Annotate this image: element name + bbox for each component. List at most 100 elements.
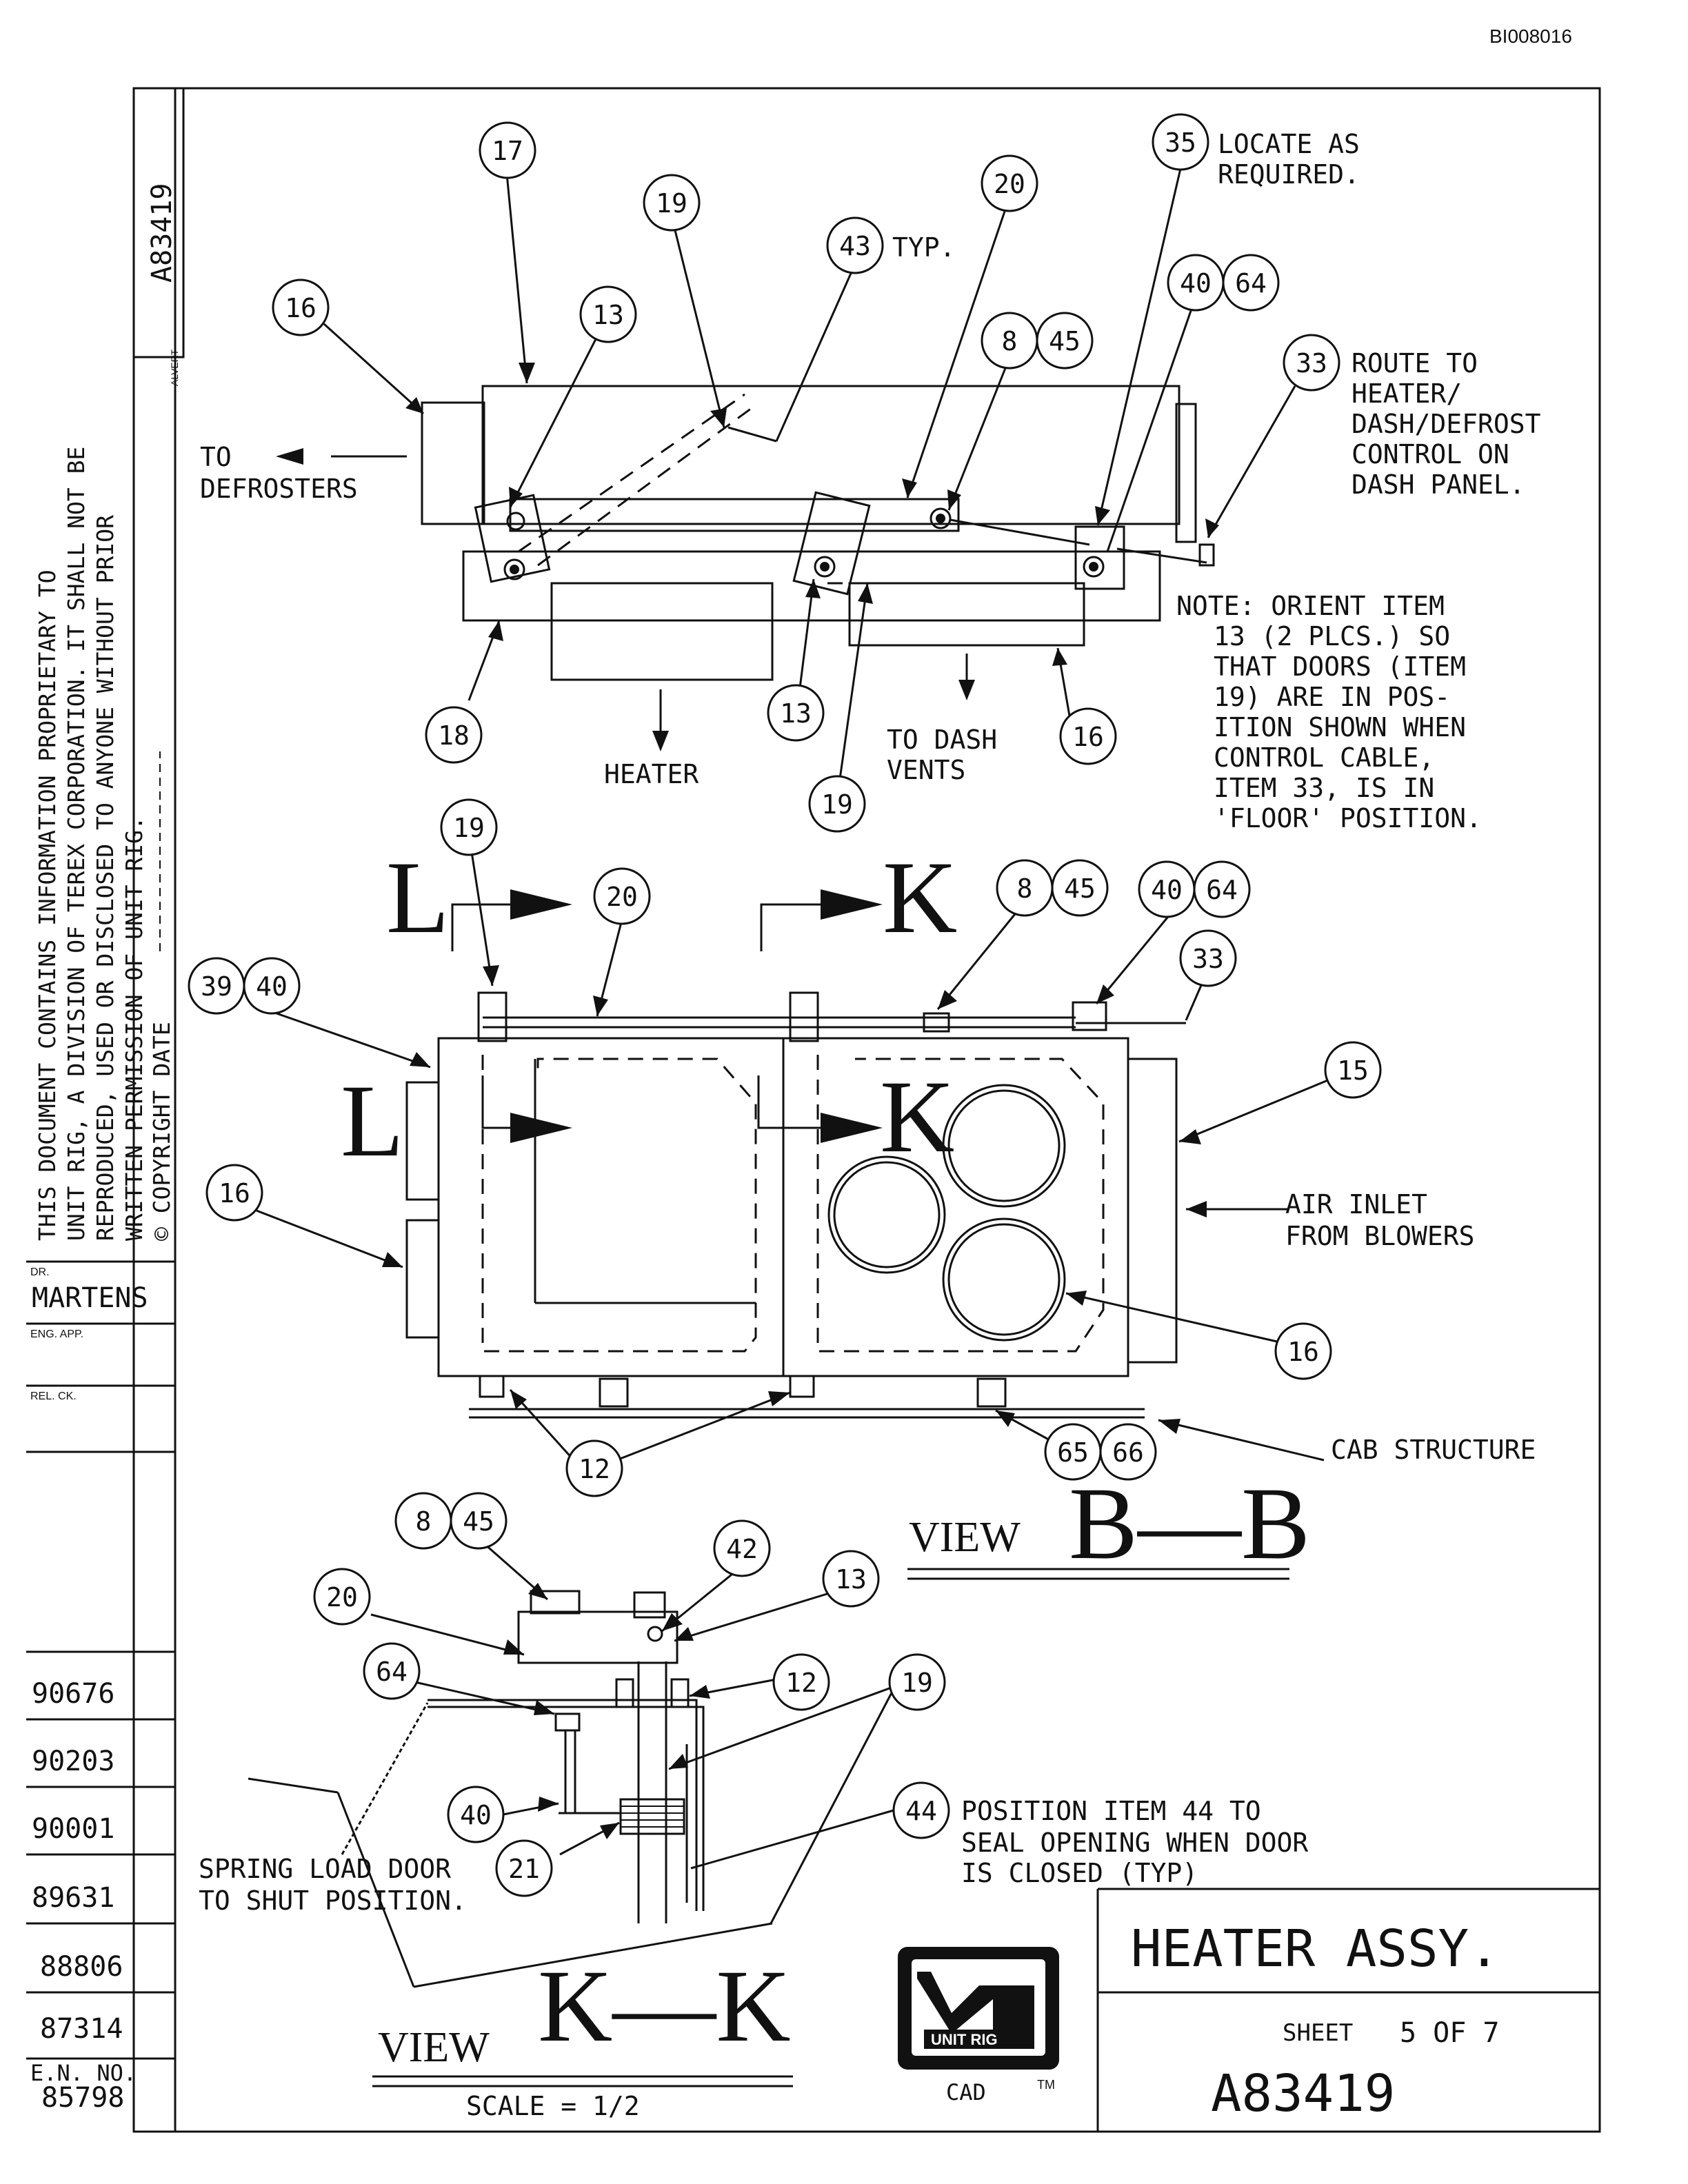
svg-text:L: L (386, 840, 450, 955)
balloon: 13 (835, 1564, 867, 1595)
proprietary-notice: THIS DOCUMENT CONTAINS INFORMATION PROPR… (34, 447, 175, 1241)
top-view-leaders (323, 162, 1296, 780)
svg-text:NOTE: ORIENT ITEM: NOTE: ORIENT ITEM (1176, 591, 1445, 621)
balloon: 16 (1072, 722, 1104, 752)
balloon: 15 (1337, 1055, 1369, 1086)
svg-text:SEAL OPENING WHEN DOOR: SEAL OPENING WHEN DOOR (961, 1828, 1308, 1858)
border (132, 87, 1601, 2133)
svg-text:REPRODUCED, USED OR DISCLOSED: REPRODUCED, USED OR DISCLOSED TO ANYONE … (92, 515, 119, 1241)
section-markers: L K L K (341, 840, 957, 1178)
balloon: 13 (592, 300, 624, 330)
svg-text:'FLOOR' POSITION.: 'FLOOR' POSITION. (1214, 803, 1482, 833)
svg-text:TO: TO (200, 442, 232, 472)
en-number: 90203 (32, 1746, 114, 1777)
balloon: 39 (201, 971, 232, 1002)
balloon: 40 (256, 971, 288, 1002)
svg-text:AIR INLET: AIR INLET (1285, 1189, 1427, 1220)
balloon: 33 (1192, 944, 1224, 974)
svg-text:DASH PANEL.: DASH PANEL. (1352, 469, 1525, 500)
side-stamp: ALVERT (169, 349, 180, 386)
svg-text:ITEM 33, IS IN: ITEM 33, IS IN (1214, 773, 1434, 803)
drawing-title: HEATER ASSY. (1131, 1919, 1500, 1979)
svg-text:CAB STRUCTURE: CAB STRUCTURE (1331, 1435, 1536, 1465)
view-bb (405, 991, 1186, 1419)
svg-text:UNIT RIG, A DIVISION OF TEREX: UNIT RIG, A DIVISION OF TEREX CORPORATIO… (63, 447, 90, 1241)
balloon: 64 (1206, 875, 1238, 905)
svg-text:SPRING LOAD DOOR: SPRING LOAD DOOR (199, 1854, 451, 1884)
view-bb-notes: AIR INLET FROM BLOWERS CAB STRUCTURE (1285, 1189, 1536, 1465)
svg-text:DR.: DR. (30, 1266, 50, 1278)
balloon: 19 (821, 789, 853, 820)
svg-text:ROUTE TO: ROUTE TO (1352, 348, 1478, 378)
arrowheads (276, 363, 1219, 751)
balloon: 20 (326, 1582, 358, 1612)
balloon: 64 (1235, 268, 1267, 299)
svg-text:ITION SHOWN WHEN: ITION SHOWN WHEN (1214, 712, 1466, 742)
svg-text:HEATER/: HEATER/ (1352, 378, 1462, 409)
view-kk (341, 1590, 705, 1923)
svg-text:IS CLOSED (TYP): IS CLOSED (TYP) (961, 1858, 1198, 1888)
svg-text:DASH/DEFROST: DASH/DEFROST (1352, 409, 1541, 439)
balloon: 45 (1064, 873, 1096, 904)
balloon: 12 (579, 1454, 610, 1484)
balloon: 8 (416, 1506, 432, 1537)
side-drawing-number: A83419 (146, 183, 178, 283)
svg-text:© COPYRIGHT DATE: © COPYRIGHT DATE (148, 1022, 175, 1241)
drafter-name: MARTENS (32, 1282, 148, 1314)
balloon: 19 (901, 1668, 933, 1698)
balloon: 19 (656, 188, 687, 219)
svg-text:THAT DOORS (ITEM: THAT DOORS (ITEM (1214, 651, 1466, 682)
svg-text:CAD: CAD (946, 2079, 986, 2105)
en-label-number: 85798 (41, 2082, 124, 2114)
svg-text:VIEW: VIEW (378, 2024, 490, 2071)
svg-text:VIEW: VIEW (909, 1514, 1021, 1561)
top-view-balloons: 17 19 43 20 35 40 64 8 45 16 13 33 18 13… (272, 113, 1340, 833)
svg-text:TM: TM (1037, 2078, 1055, 2092)
balloon: 40 (1151, 875, 1183, 905)
balloon: 40 (1180, 268, 1212, 299)
svg-text:ENG. APP.: ENG. APP. (30, 1328, 83, 1340)
view-bb-balloons: 19 20 8 45 40 64 33 39 40 15 16 16 12 65… (188, 798, 1382, 1497)
svg-text:HEATER: HEATER (604, 759, 699, 789)
svg-text:K—K: K—K (538, 1949, 791, 2063)
balloon: 42 (726, 1534, 758, 1564)
scale-note: SCALE = 1/2 (466, 2091, 640, 2121)
svg-text:FROM BLOWERS: FROM BLOWERS (1285, 1221, 1475, 1251)
view-kk-arrowheads (503, 1583, 710, 1839)
balloon: 64 (376, 1657, 408, 1687)
sheet-number: 5 OF 7 (1400, 2017, 1500, 2049)
svg-text:THIS DOCUMENT CONTAINS INFORMA: THIS DOCUMENT CONTAINS INFORMATION PROPR… (34, 569, 61, 1241)
svg-text:REL. CK.: REL. CK. (30, 1391, 77, 1402)
balloon: 65 (1057, 1437, 1089, 1468)
svg-text:WRITTEN PERMISSION OF UNIT RIG: WRITTEN PERMISSION OF UNIT RIG. (121, 816, 148, 1241)
doc-code: BI008016 (1489, 26, 1572, 47)
en-number: 90001 (32, 1813, 114, 1845)
en-label: E.N. NO. (30, 2060, 137, 2086)
view-bb-arrowheads (382, 965, 1207, 1434)
balloon: 35 (1165, 128, 1196, 158)
balloon: 45 (1049, 326, 1081, 356)
svg-text:L: L (341, 1064, 404, 1178)
left-titleblock: DR. MARTENS ENG. APP. REL. CK. 90676 902… (26, 1260, 175, 2114)
balloon: 8 (1017, 873, 1033, 904)
svg-text:DEFROSTERS: DEFROSTERS (200, 474, 358, 504)
top-view (421, 385, 1215, 681)
svg-text:K: K (883, 840, 957, 955)
view-kk-title: VIEW K—K SCALE = 1/2 (372, 1949, 793, 2121)
svg-text:UNIT RIG: UNIT RIG (931, 2031, 998, 2048)
balloon: 13 (780, 698, 812, 729)
svg-text:VENTS: VENTS (887, 755, 965, 785)
balloon: 20 (994, 169, 1025, 199)
svg-text:TYP.: TYP. (892, 232, 956, 263)
balloon: 20 (606, 882, 638, 912)
svg-text:CONTROL ON: CONTROL ON (1352, 439, 1509, 469)
svg-text:TO SHUT POSITION.: TO SHUT POSITION. (199, 1885, 467, 1916)
balloon: 16 (285, 293, 316, 323)
svg-text:LOCATE AS: LOCATE AS (1218, 129, 1360, 159)
en-number: 87314 (40, 2013, 123, 2045)
top-view-notes: LOCATE AS REQUIRED. TYP. ROUTE TO HEATER… (200, 129, 1541, 833)
balloon: 43 (839, 231, 871, 261)
balloon: 18 (438, 720, 470, 751)
balloon: 16 (219, 1178, 250, 1209)
